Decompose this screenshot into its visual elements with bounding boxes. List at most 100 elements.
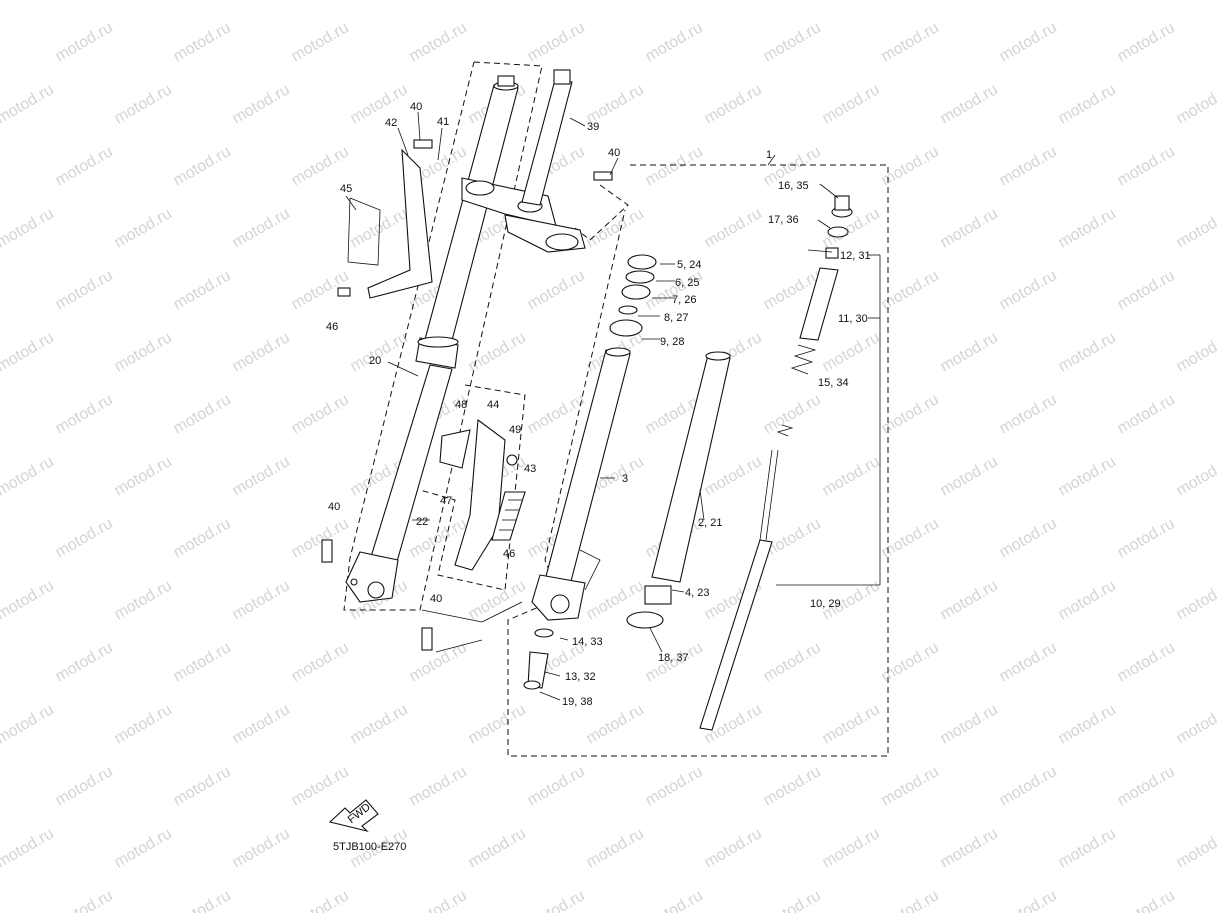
- watermark-text: motod.ru: [702, 205, 765, 251]
- watermark-text: motod.ru: [289, 639, 352, 685]
- watermark-text: motod.ru: [112, 701, 175, 747]
- watermark-text: motod.ru: [1115, 515, 1178, 561]
- watermark-text: motod.ru: [289, 19, 352, 65]
- watermark-text: motod.ru: [171, 763, 234, 809]
- callout-16-35: 16, 35: [778, 180, 809, 192]
- watermark-text: motod.ru: [761, 391, 824, 437]
- callout-43: 43: [524, 463, 536, 475]
- fwd-arrow-icon: FWD: [328, 799, 379, 832]
- drawing-code: 5TJB100-E270: [333, 841, 407, 853]
- watermark-text: motod.ru: [820, 453, 883, 499]
- callout-44: 44: [487, 399, 499, 411]
- watermark-text: motod.ru: [230, 329, 293, 375]
- watermark-text: motod.ru: [761, 887, 824, 913]
- watermark-text: motod.ru: [938, 701, 1001, 747]
- watermark-text: motod.ru: [879, 763, 942, 809]
- watermark-text: motod.ru: [289, 763, 352, 809]
- watermark-text: motod.ru: [997, 763, 1060, 809]
- watermark-text: motod.ru: [466, 701, 529, 747]
- watermark-text: motod.ru: [702, 81, 765, 127]
- watermark-text: motod.ru: [1056, 81, 1119, 127]
- callout-40-right: 40: [608, 147, 620, 159]
- watermark-text: motod.ru: [1056, 0, 1119, 3]
- watermark-text: motod.ru: [112, 577, 175, 623]
- watermark-text: motod.ru: [997, 639, 1060, 685]
- watermark-text: motod.ru: [584, 205, 647, 251]
- right-axle-bracket: [531, 549, 601, 621]
- watermark-text: motod.ru: [466, 329, 529, 375]
- watermark-text: motod.ru: [997, 267, 1060, 313]
- watermark-text: motod.ru: [230, 205, 293, 251]
- lower-bracket-clamp: [504, 214, 586, 253]
- watermark-text: motod.ru: [1056, 329, 1119, 375]
- steering-stem: [521, 69, 573, 206]
- watermark-text: motod.ru: [1174, 329, 1217, 375]
- watermark-text: motod.ru: [0, 0, 57, 3]
- watermark-text: motod.ru: [1056, 577, 1119, 623]
- callout-5-24: 5, 24: [677, 259, 701, 271]
- watermark-text: motod.ru: [171, 143, 234, 189]
- watermark-text: motod.ru: [1174, 205, 1217, 251]
- callout-6-25: 6, 25: [675, 277, 699, 289]
- watermark-text: motod.ru: [1174, 701, 1217, 747]
- watermark-text: motod.ru: [348, 0, 411, 3]
- fork-guard: [347, 148, 433, 299]
- watermark-text: motod.ru: [938, 825, 1001, 871]
- callout-20: 20: [369, 355, 381, 367]
- watermark-text: motod.ru: [702, 453, 765, 499]
- left-fork-assembly-boundary: [343, 61, 543, 611]
- watermark-text: motod.ru: [820, 701, 883, 747]
- watermark-text: motod.ru: [997, 887, 1060, 913]
- watermark-text: motod.ru: [53, 19, 116, 65]
- watermark-text: motod.ru: [230, 701, 293, 747]
- callout-4-23: 4, 23: [685, 587, 709, 599]
- callout-46-right: 46: [503, 548, 515, 560]
- watermark-text: motod.ru: [0, 825, 57, 871]
- right-bushing-stack: [626, 585, 672, 629]
- callout-10-29: 10, 29: [810, 598, 841, 610]
- callout-45: 45: [340, 183, 352, 195]
- watermark-text: motod.ru: [1174, 577, 1217, 623]
- watermark-text: motod.ru: [53, 391, 116, 437]
- watermark-text: motod.ru: [820, 825, 883, 871]
- lower-fork-protector: [439, 418, 506, 571]
- watermark-text: motod.ru: [230, 0, 293, 3]
- watermark-text: motod.ru: [171, 19, 234, 65]
- callout-42: 42: [385, 117, 397, 129]
- callout-1: 1: [766, 149, 772, 161]
- watermark-text: motod.ru: [1115, 143, 1178, 189]
- watermark-text: motod.ru: [53, 515, 116, 561]
- watermark-text: motod.ru: [525, 887, 588, 913]
- watermark-text: motod.ru: [53, 143, 116, 189]
- watermark-text: motod.ru: [171, 391, 234, 437]
- leader-lines: [345, 111, 881, 701]
- callout-49: 49: [509, 424, 521, 436]
- watermark-text: motod.ru: [407, 763, 470, 809]
- watermark-text: motod.ru: [0, 81, 57, 127]
- watermark-text: motod.ru: [230, 81, 293, 127]
- watermark-text: motod.ru: [643, 19, 706, 65]
- watermark-text: motod.ru: [584, 0, 647, 3]
- watermark-text: motod.ru: [643, 143, 706, 189]
- watermark-text: motod.ru: [407, 887, 470, 913]
- callout-labels: 1 2, 21 3 4, 23 5, 24 6, 25 7, 26 8, 27 …: [326, 101, 871, 708]
- watermark-text: motod.ru: [407, 639, 470, 685]
- watermark-text: motod.ru: [53, 887, 116, 913]
- callout-8-27: 8, 27: [664, 312, 688, 324]
- watermark-text: motod.ru: [407, 19, 470, 65]
- right-outer-tube: [651, 351, 731, 583]
- watermark-text: motod.ru: [348, 701, 411, 747]
- watermark-text: motod.ru: [171, 887, 234, 913]
- watermark-text: motod.ru: [1115, 639, 1178, 685]
- watermark-text: motod.ru: [879, 887, 942, 913]
- callout-17-36: 17, 36: [768, 214, 799, 226]
- watermark-text: motod.ru: [53, 763, 116, 809]
- watermark-text: motod.ru: [879, 19, 942, 65]
- callout-40-top: 40: [410, 101, 422, 113]
- watermark-text: motod.ru: [820, 81, 883, 127]
- watermark-text: motod.ru: [112, 329, 175, 375]
- callout-9-28: 9, 28: [660, 336, 684, 348]
- watermark-text: motod.ru: [997, 143, 1060, 189]
- watermark-text: motod.ru: [938, 577, 1001, 623]
